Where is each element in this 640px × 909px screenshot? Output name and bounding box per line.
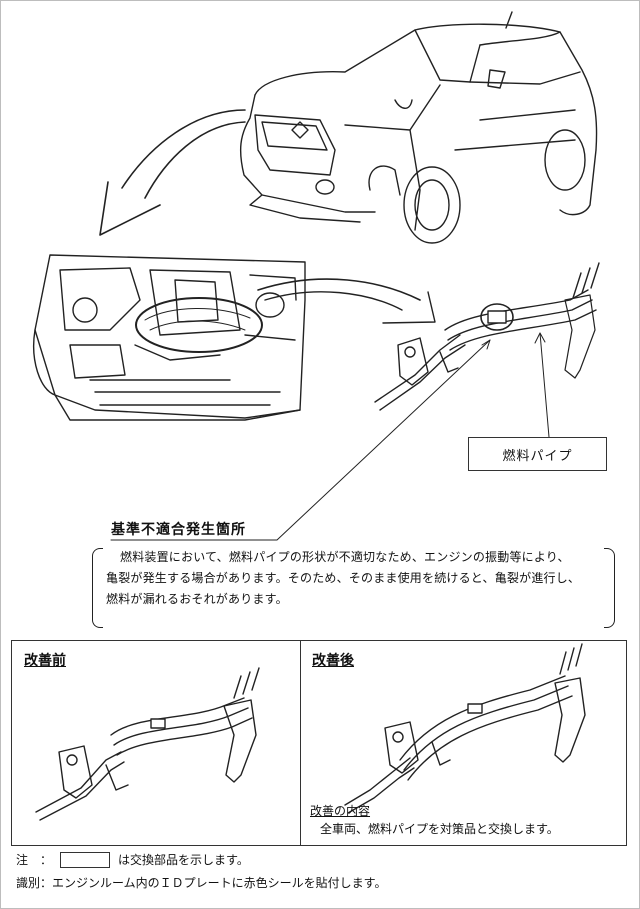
comparison-divider [300,641,301,845]
before-after-comparison: 改善前 改善後 改善の内容 全車両、燃料パイプを対策品と交換します。 [11,640,627,846]
description-line-2: 亀裂が発生する場合があります。そのため、そのまま使用を続けると、亀裂が進行し、 [106,571,581,585]
fuel-pipe-label: 燃料パイプ [468,437,607,471]
description-bracket-right [604,548,615,628]
note-suffix: は交換部品を示します。 [118,853,249,867]
fuel-pipe-top [374,262,600,411]
note-line: 注 ： は交換部品を示します。 [16,851,249,868]
description-bracket-left [92,548,103,628]
replacement-part-legend-box [60,851,111,868]
before-title: 改善前 [24,653,66,669]
pipe-before [35,667,260,821]
pipe-after [344,643,586,814]
note-prefix: 注 ： [16,853,53,867]
engine-room-illustration [33,254,306,421]
description-line-1: 燃料装置において、燃料パイプの形状が不適切なため、エンジンの振動等により、 [120,550,570,564]
improvement-title: 改善の内容 [310,804,371,818]
identification-line: 識別：エンジンルーム内のＩＤプレートに赤色シールを貼付します。 [16,876,387,890]
improvement-text: 全車両、燃料パイプを対策品と交換します。 [320,822,559,836]
arrow-vehicle-to-engine [121,109,246,189]
arrow-engine-to-pipe [257,278,421,301]
after-title: 改善後 [312,653,354,669]
leader-to-pipe-label [539,332,550,438]
defect-location-heading: 基準不適合発生箇所 [111,522,246,538]
vehicle-illustration [239,11,598,244]
leader-to-defect [110,339,491,541]
defect-description: 燃料装置において、燃料パイプの形状が不適切なため、エンジンの振動等により、 亀裂… [94,547,614,627]
description-line-3: 燃料が漏れるおそれがあります。 [106,592,288,606]
